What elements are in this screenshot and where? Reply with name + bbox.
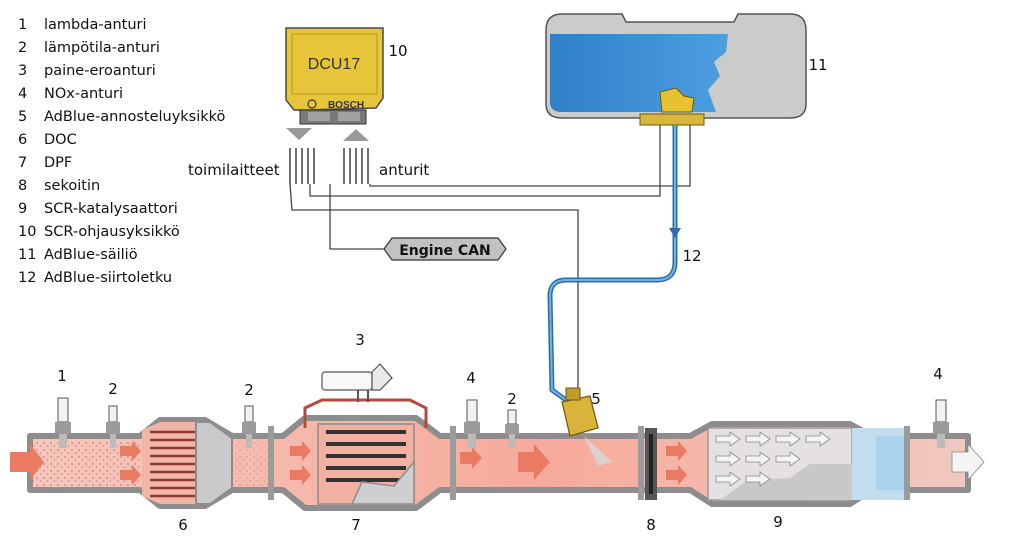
temp-sensor-1 xyxy=(106,405,120,448)
doc-catalyst xyxy=(142,421,233,505)
legend-item-label: lämpötila-anturi xyxy=(44,40,160,56)
legend-item-number: 8 xyxy=(18,178,28,194)
exhaust-system xyxy=(10,363,985,511)
legend-item-label: sekoitin xyxy=(44,178,101,194)
legend-item: 3 paine-eroanturi xyxy=(10,60,225,83)
legend-item: 7 DPF xyxy=(10,152,225,175)
legend-item-number: 3 xyxy=(18,63,28,79)
callout-temp-sensor-2: 2 xyxy=(244,381,254,399)
legend-item: 9 SCR-katalysaattori xyxy=(10,198,225,221)
legend-item-label: SCR-ohjausyksikkö xyxy=(44,224,180,240)
legend-item-label: DPF xyxy=(44,155,73,171)
scr-control-unit: DCU17 BOSCH xyxy=(285,27,384,125)
callout-dpf: 7 xyxy=(351,516,361,534)
adblue-hose xyxy=(547,125,681,403)
callout-mixer: 8 xyxy=(646,516,656,534)
callout-nox-sensor-1: 4 xyxy=(466,369,476,387)
engine-can-tag: Engine CAN xyxy=(383,237,507,261)
engine-can-label: Engine CAN xyxy=(399,243,491,259)
legend-item-label: paine-eroanturi xyxy=(44,63,156,79)
legend-item: 4 NOx-anturi xyxy=(10,83,225,106)
pressure-sensor xyxy=(321,363,393,402)
callout-pressure-sensor: 3 xyxy=(355,331,365,349)
dpf-filter xyxy=(317,423,415,505)
legend-item: 11 AdBlue-säiliö xyxy=(10,244,225,267)
lambda-sensor xyxy=(55,397,71,448)
legend-item-label: AdBlue-säiliö xyxy=(44,247,138,263)
ecu-model-label: DCU17 xyxy=(308,56,361,73)
callout-lambda-sensor: 1 xyxy=(57,367,67,385)
actuator-arrow-icon xyxy=(286,128,312,140)
legend-item-number: 2 xyxy=(18,40,28,56)
legend-item: 12 AdBlue-siirtoletku xyxy=(10,267,225,290)
tank-module xyxy=(639,113,705,126)
legend-item-label: AdBlue-siirtoletku xyxy=(44,270,173,286)
callout-temp-sensor-1: 2 xyxy=(108,380,118,398)
legend-item: 5 AdBlue-annosteluyksikkö xyxy=(10,106,225,129)
legend-item-number: 5 xyxy=(18,109,28,125)
callout-nox-sensor-2: 4 xyxy=(933,365,943,383)
legend-item-number: 7 xyxy=(18,155,28,171)
temp-sensor-3 xyxy=(505,409,519,448)
legend-item: 2 lämpötila-anturi xyxy=(10,37,225,60)
temp-sensor-2 xyxy=(242,405,256,448)
callout-dosing-unit: 5 xyxy=(591,390,601,408)
wiring xyxy=(289,125,691,395)
scr-flow-arrows xyxy=(715,431,985,487)
legend-item-number: 6 xyxy=(18,132,28,148)
callout-doc: 6 xyxy=(178,516,188,534)
legend-item-label: lambda-anturi xyxy=(44,17,147,33)
legend-item-number: 9 xyxy=(18,201,28,217)
adblue-tank xyxy=(545,13,807,126)
legend: 1 lambda-anturi 2 lämpötila-anturi 3 paine-er… xyxy=(10,14,225,290)
adblue-dosing-unit xyxy=(561,387,612,466)
sensor-wire-bundle xyxy=(343,148,369,184)
callout-scr: 9 xyxy=(773,513,783,531)
pipe-flanges xyxy=(268,426,910,500)
bosch-logo-icon xyxy=(307,99,317,109)
callout-temp-sensor-3: 2 xyxy=(507,390,517,408)
sensor-arrow-icon xyxy=(343,129,369,141)
legend-item-number: 10 xyxy=(18,224,37,240)
legend-item-label: SCR-katalysaattori xyxy=(44,201,178,217)
legend-item: 1 lambda-anturi xyxy=(10,14,225,37)
legend-item-label: NOx-anturi xyxy=(44,86,124,102)
sensors-label: anturit xyxy=(379,161,429,179)
callout-ecu: 10 xyxy=(388,42,407,60)
legend-item-number: 11 xyxy=(18,247,37,263)
ecu-brand-label: BOSCH xyxy=(328,100,364,111)
flow-arrow-icon xyxy=(669,228,681,238)
adblue-fluid xyxy=(550,34,728,112)
legend-item-label: DOC xyxy=(44,132,77,148)
legend-item: 6 DOC xyxy=(10,129,225,152)
actuator-wire-bundle xyxy=(289,148,315,184)
legend-item: 10 SCR-ohjausyksikkö xyxy=(10,221,225,244)
nox-sensor-1 xyxy=(464,399,480,448)
legend-item: 8 sekoitin xyxy=(10,175,225,198)
legend-item-number: 1 xyxy=(18,17,28,33)
callout-hose: 12 xyxy=(682,247,701,265)
nox-sensor-2 xyxy=(933,399,949,448)
legend-item-number: 4 xyxy=(18,86,28,102)
mixer xyxy=(645,428,657,500)
legend-item-number: 12 xyxy=(18,270,37,286)
legend-item-label: AdBlue-annosteluyksikkö xyxy=(44,109,226,125)
actuators-label: toimilaitteet xyxy=(188,161,280,179)
callout-tank: 11 xyxy=(808,56,827,74)
flow-arrows xyxy=(10,441,687,485)
